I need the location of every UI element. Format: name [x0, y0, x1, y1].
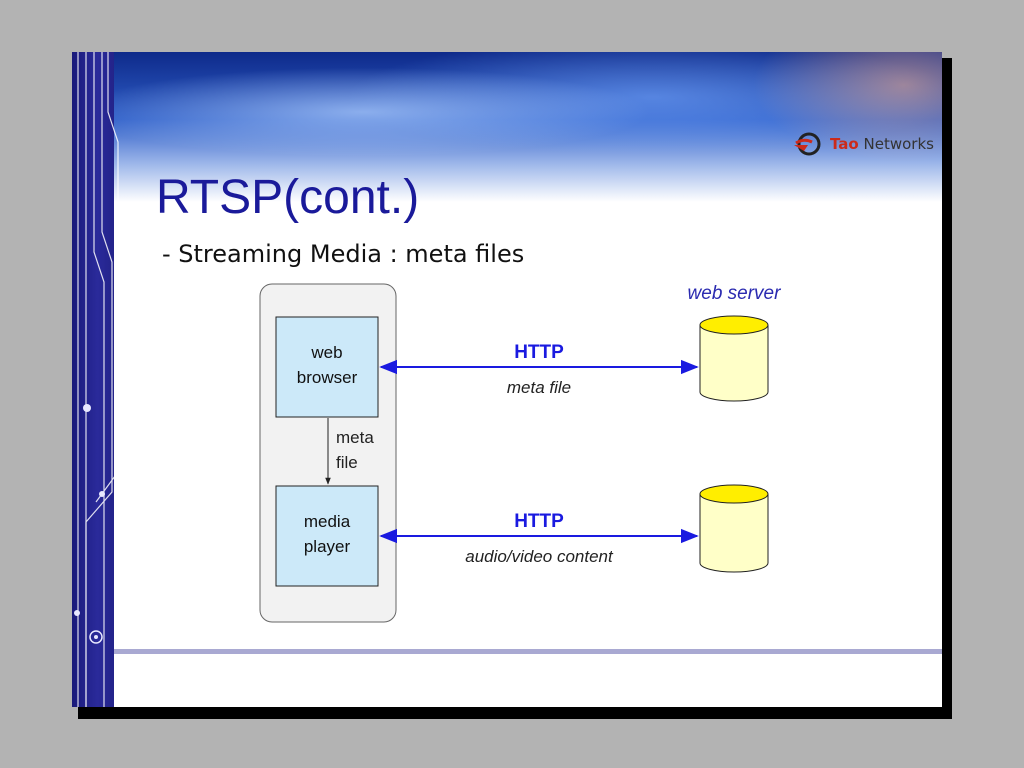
circuit-decoration	[74, 52, 119, 707]
meta-file-label-line1: meta	[336, 428, 374, 447]
meta-file-caption: meta file	[507, 378, 571, 397]
company-logo: Tao Networks	[792, 132, 934, 156]
web-server-cylinder-top	[699, 315, 769, 402]
slide: Tao Networks RTSP(cont.) - Streaming Med…	[72, 52, 942, 707]
circuit-node	[94, 635, 98, 639]
media-player-label-line1: media	[304, 512, 351, 531]
circuit-node	[74, 610, 80, 616]
media-player-label-line2: player	[304, 537, 351, 556]
circuit-node	[89, 630, 103, 644]
web-server-cylinder-bottom	[699, 484, 769, 573]
meta-file-label-line2: file	[336, 453, 358, 472]
http-label-bottom: HTTP	[514, 511, 564, 532]
web-browser-label-line1: web	[310, 343, 342, 362]
slide-title: RTSP(cont.)	[156, 171, 420, 224]
logo-icon	[794, 132, 821, 156]
footer-divider	[114, 649, 942, 654]
audio-video-caption: audio/video content	[465, 547, 614, 566]
web-browser-label-line2: browser	[297, 368, 358, 387]
web-browser-box: web browser	[275, 316, 379, 418]
banner-glow	[752, 52, 942, 162]
web-server-label: web server	[688, 283, 782, 304]
circuit-node	[99, 491, 105, 497]
http-label-top: HTTP	[514, 342, 564, 363]
slide-subtitle: - Streaming Media : meta files	[162, 240, 525, 268]
circuit-node	[83, 404, 91, 412]
media-player-box: media player	[275, 485, 379, 587]
left-sidebar-bar	[72, 52, 114, 707]
logo-text: Tao Networks	[830, 135, 934, 153]
